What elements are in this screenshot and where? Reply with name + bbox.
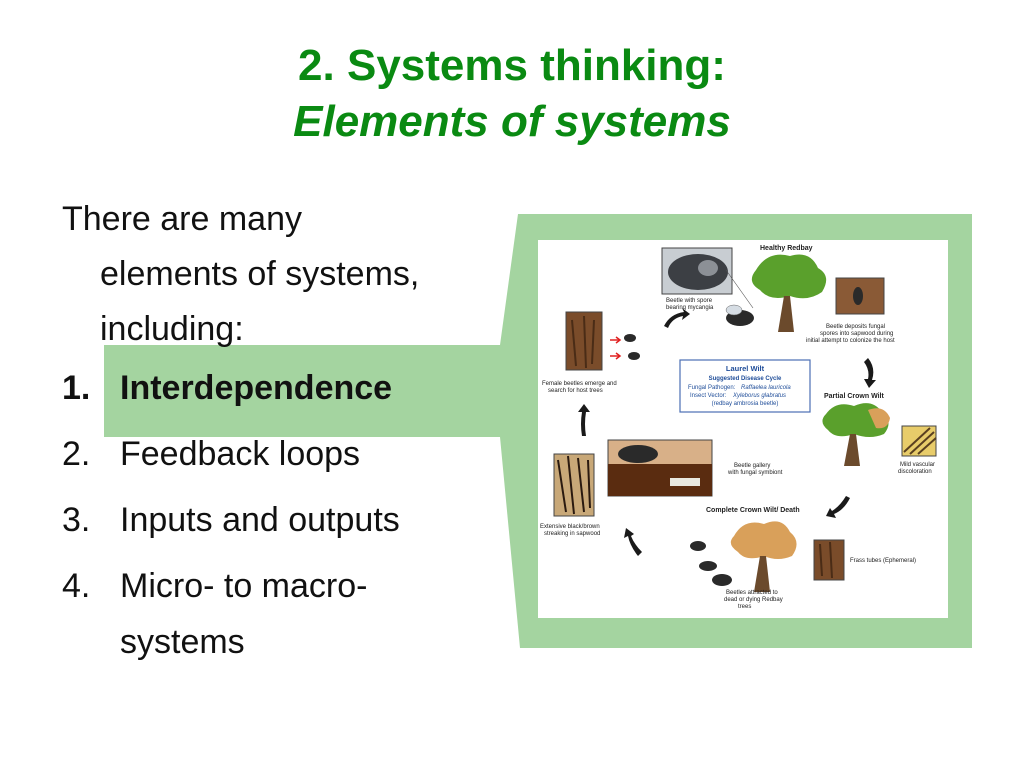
emerging-beetles-icon <box>610 334 640 360</box>
label-gallery-1: Beetle gallery <box>734 463 770 469</box>
label-beetle-spore-1: Beetle with spore <box>666 298 713 304</box>
box-vector-common: (redbay ambrosia beetle) <box>712 401 779 407</box>
arrow-down-right-icon <box>864 358 876 388</box>
intro-text: There are many elements of systems, incl… <box>62 192 502 357</box>
label-frass-tubes: Frass tubes (Ephemeral) <box>850 558 916 564</box>
title-line-1: 2. Systems thinking: <box>298 41 726 90</box>
vascular-discoloration-image <box>901 425 937 457</box>
slide-title: 2. Systems thinking: Elements of systems <box>0 38 1024 150</box>
label-female-2: search for host trees <box>548 388 603 394</box>
label-deposits-1: Beetle deposits fungal <box>826 324 885 330</box>
label-streaking-2: streaking in sapwood <box>544 531 600 537</box>
box-pathogen: Raffaelea lauricola <box>741 385 791 391</box>
beetle-gallery-image <box>607 439 713 497</box>
box-pathogen-label: Fungal Pathogen: <box>688 385 736 391</box>
label-attracted-2: dead or dying Redbay <box>724 597 783 603</box>
label-attracted-3: trees <box>738 604 751 610</box>
list-number: 1. <box>62 369 91 407</box>
label-deposits-3: initial attempt to colonize the host <box>806 338 895 344</box>
list-item-inputs-outputs: 3. Inputs and outputs <box>62 492 482 558</box>
list-text-line-1: Micro- to macro- <box>120 567 368 605</box>
arrow-to-beetle-icon <box>664 308 690 328</box>
box-title: Laurel Wilt <box>726 364 765 373</box>
partial-wilt-tree-icon <box>822 403 890 466</box>
label-healthy-redbay: Healthy Redbay <box>760 245 813 252</box>
arrow-up-left-icon <box>624 528 642 556</box>
label-complete-crown-wilt: Complete Crown Wilt/ Death <box>706 507 800 514</box>
intro-line-2: elements of systems, <box>100 255 420 293</box>
frass-tubes-image <box>813 539 845 581</box>
arrow-up-icon <box>578 404 590 436</box>
streaking-bark-image <box>553 453 595 517</box>
laurel-wilt-disease-cycle-diagram: Beetle with spore bearing mycangia Healt… <box>538 240 948 618</box>
cycle-arrows <box>578 308 876 556</box>
dead-tree-icon <box>730 521 797 592</box>
beetle-closeup-image <box>661 247 733 295</box>
disease-cycle-info-box: Laurel Wilt Suggested Disease Cycle Fung… <box>679 359 811 413</box>
list-item-feedback-loops: 2. Feedback loops <box>62 426 482 492</box>
intro-line-3: including: <box>100 310 244 348</box>
label-attracted-1: Beetles attracted to <box>726 590 778 596</box>
label-vascular-2: discoloration <box>898 469 932 475</box>
intro-line-1: There are many <box>62 200 302 238</box>
elements-list: 1. Interdependence 2. Feedback loops 3. … <box>62 360 482 678</box>
box-vector-label: Insect Vector: <box>690 393 727 399</box>
arrow-down-left-icon <box>826 496 850 518</box>
list-number: 4. <box>62 567 91 605</box>
label-streaking-1: Extensive black/brown <box>540 524 600 530</box>
title-line-2: Elements of systems <box>293 97 731 146</box>
box-subtitle: Suggested Disease Cycle <box>709 376 782 382</box>
list-number: 3. <box>62 501 91 539</box>
attracted-beetles-icon <box>690 541 732 586</box>
list-number: 2. <box>62 435 91 473</box>
label-partial-crown-wilt: Partial Crown Wilt <box>824 393 885 400</box>
list-text: Feedback loops <box>120 435 361 473</box>
emergence-bark-image <box>565 311 603 371</box>
small-beetle-icon <box>725 304 754 326</box>
list-text-line-2: systems <box>120 623 245 661</box>
label-gallery-2: with fungal symbiont <box>727 470 783 476</box>
label-deposits-2: spores into sapwood during <box>820 331 893 337</box>
label-beetle-spore-2: bearing mycangia <box>666 305 714 311</box>
label-vascular-1: Mild vascular <box>900 462 935 468</box>
list-text: Inputs and outputs <box>120 501 400 539</box>
list-item-micro-macro: 4. Micro- to macro- systems <box>62 558 482 678</box>
bark-sample-image <box>835 277 885 315</box>
list-text: Interdependence <box>120 369 393 407</box>
label-female-1: Female beetles emerge and <box>542 381 617 387</box>
list-text: Micro- to macro- systems <box>120 558 500 670</box>
box-vector: Xyleborus glabratus <box>732 393 786 399</box>
healthy-redbay-tree-icon <box>751 254 827 332</box>
list-item-interdependence: 1. Interdependence <box>62 360 482 426</box>
